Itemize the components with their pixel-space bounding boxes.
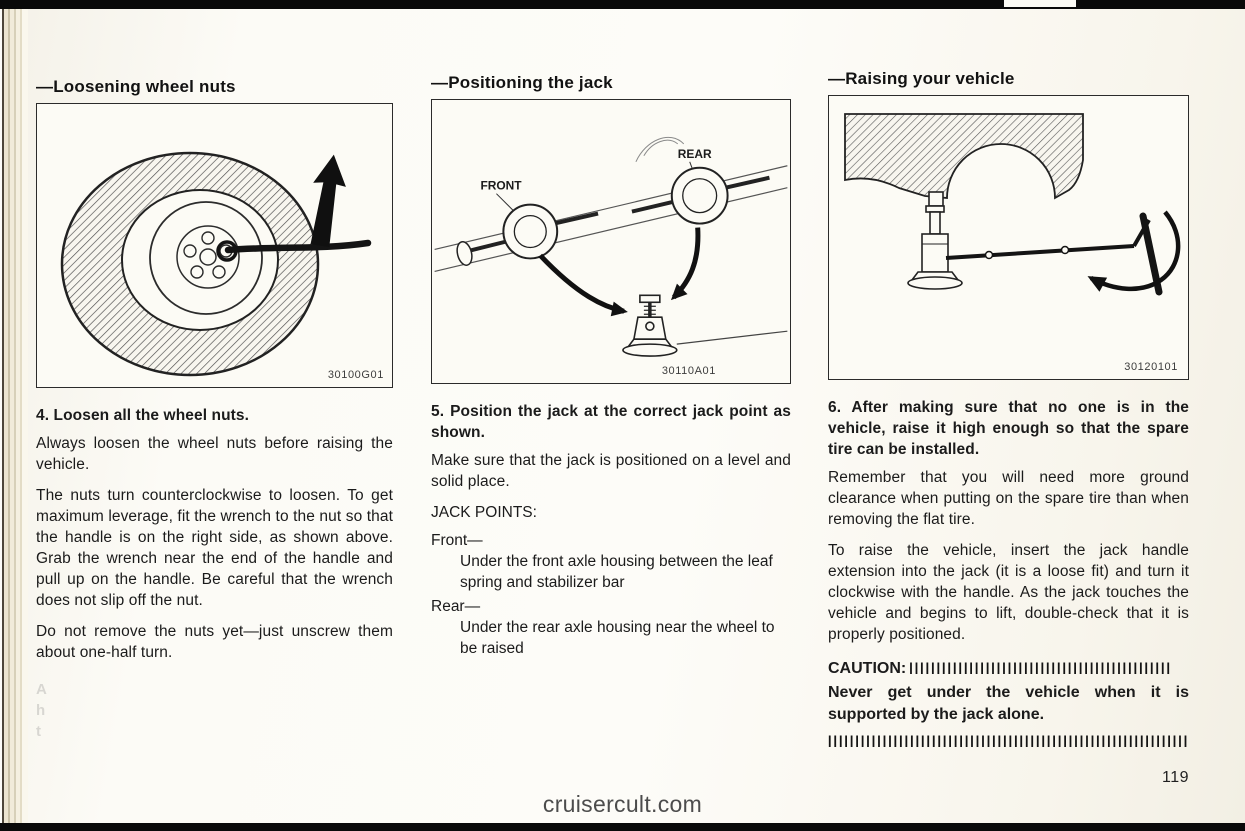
step-title: 4. Loosen all the wheel nuts. — [36, 407, 250, 424]
step-title: 6. After making sure that no one is in t… — [828, 399, 1189, 458]
caution-bars-divider: IIIIIIIIIIIIIIIIIIIIIIIIIIIIIIIIIIIIIIII… — [909, 659, 1172, 679]
jack-point-front-label: Front— — [431, 532, 483, 549]
frame-detail — [635, 136, 685, 162]
ground-line — [676, 330, 788, 345]
ghost-line: A — [36, 681, 47, 698]
chassis-rails — [434, 165, 788, 272]
section-loosening-wheel-nuts: —Loosening wheel nuts — [36, 76, 393, 742]
figure-code: 30100G01 — [327, 369, 384, 381]
caution-block: CAUTION: IIIIIIIIIIIIIIIIIIIIIIIIIIIIIII… — [828, 658, 1189, 752]
scan-top-edge-notch — [1004, 0, 1076, 7]
ghost-line: h — [36, 702, 46, 719]
jack-points-list: JACK POINTS: Front— Under the front axle… — [431, 502, 791, 659]
vehicle-underbody — [844, 113, 1084, 200]
jack-handle-extension — [945, 212, 1163, 296]
body-paragraph: Do not remove the nuts yet—just unscrew … — [36, 623, 393, 661]
ghost-line: t — [36, 723, 41, 740]
jack — [622, 294, 678, 357]
figure-code: 30110A01 — [661, 365, 716, 377]
body-paragraph: To raise the vehicle, insert the jack ha… — [828, 542, 1189, 643]
page-number: 119 — [1161, 769, 1189, 786]
rear-jack-point-label: REAR — [678, 147, 712, 161]
jack-points-title: JACK POINTS: — [431, 504, 537, 521]
jack-point-rear-text: Under the rear axle housing near the whe… — [460, 619, 775, 657]
rear-axle — [631, 166, 770, 225]
print-through-ghost-text: A h t — [36, 679, 393, 742]
figure-raising-vehicle: 30120101 — [828, 95, 1189, 380]
body-paragraph: Remember that you will need more ground … — [828, 469, 1189, 528]
scan-bottom-edge — [0, 823, 1245, 831]
jack-points-illustration: FRONT REAR — [434, 136, 788, 357]
jack-point-arrows — [538, 227, 701, 317]
rotate-clockwise-arrow-icon — [1087, 210, 1181, 292]
bottle-jack — [907, 191, 963, 290]
body-paragraph: The nuts turn counterclockwise to loosen… — [36, 487, 393, 609]
front-jack-point-label: FRONT — [480, 179, 522, 193]
front-axle — [456, 203, 599, 266]
wheel-wrench-illustration — [60, 151, 372, 377]
lug-wrench — [224, 239, 372, 254]
jack-point-front-text: Under the front axle housing between the… — [460, 553, 773, 591]
section-positioning-the-jack: —Positioning the jack FRONT REAR — [431, 72, 791, 662]
section-heading: —Loosening wheel nuts — [36, 77, 236, 96]
figure-code: 30120101 — [1124, 361, 1178, 373]
section-heading: —Positioning the jack — [431, 73, 613, 92]
caution-bottom-bars-divider: IIIIIIIIIIIIIIIIIIIIIIIIIIIIIIIIIIIIIIII… — [828, 732, 1189, 752]
raising-vehicle-illustration — [844, 113, 1181, 296]
figure-jack-points: FRONT REAR — [431, 99, 791, 384]
body-paragraph: Always loosen the wheel nuts before rais… — [36, 435, 393, 473]
watermark: cruisercult.com — [542, 791, 703, 817]
section-heading: —Raising your vehicle — [828, 69, 1015, 88]
body-paragraph: Make sure that the jack is positioned on… — [431, 452, 791, 490]
scan-top-edge — [0, 0, 1245, 9]
wrench-socket — [216, 240, 238, 262]
caution-label: CAUTION: — [828, 660, 907, 677]
caution-text: Never get under the vehicle when it is s… — [828, 684, 1189, 723]
jack-point-rear-label: Rear— — [431, 598, 481, 615]
wheel-rim — [149, 201, 263, 315]
book-binding-edge — [0, 9, 28, 823]
figure-wheel-wrench: 30100G01 — [36, 103, 393, 388]
pull-up-arrow-icon — [310, 154, 346, 248]
step-title: 5. Position the jack at the correct jack… — [431, 403, 791, 441]
section-raising-your-vehicle: —Raising your vehicle — [828, 68, 1189, 752]
